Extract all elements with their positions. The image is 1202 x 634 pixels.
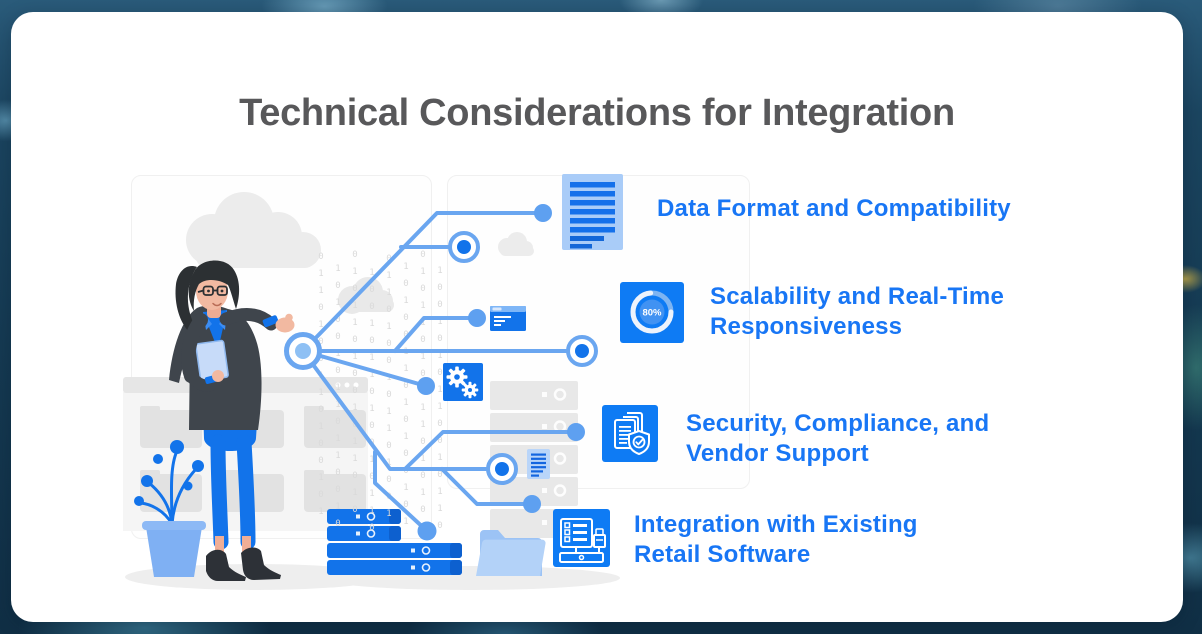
binary-rain-column: 1010010110110010 <box>333 264 343 536</box>
item-label-integration: Integration with Existing Retail Softwar… <box>634 511 918 568</box>
binary-rain-column: 0101101001101010 <box>418 250 428 522</box>
progress-80-icon: 80% <box>620 282 684 348</box>
item-label-data-format: Data Format and Compatibility <box>657 195 1011 222</box>
item-label-security: Security, Compliance, and Vendor Support <box>686 410 990 467</box>
item-label-scalability: Scalability and Real-Time Responsiveness <box>710 283 1004 340</box>
pos-register-icon <box>553 509 610 572</box>
binary-rain-column: 0110100101101001 <box>384 254 394 526</box>
document-icon <box>562 174 623 255</box>
secure-document-shield-icon <box>602 405 658 467</box>
binary-rain-column: 1010011010100101 <box>401 262 411 534</box>
binary-rain-column: 0110100110100101 <box>316 252 326 524</box>
binary-rain-column: 1001011010010110 <box>367 268 377 540</box>
progress-label: 80% <box>642 308 662 319</box>
binary-rain-column: 0101101001011010 <box>350 250 360 522</box>
binary-rain-column: 1001010110010110 <box>435 266 445 538</box>
page-title: Technical Considerations for Integration <box>239 92 955 135</box>
